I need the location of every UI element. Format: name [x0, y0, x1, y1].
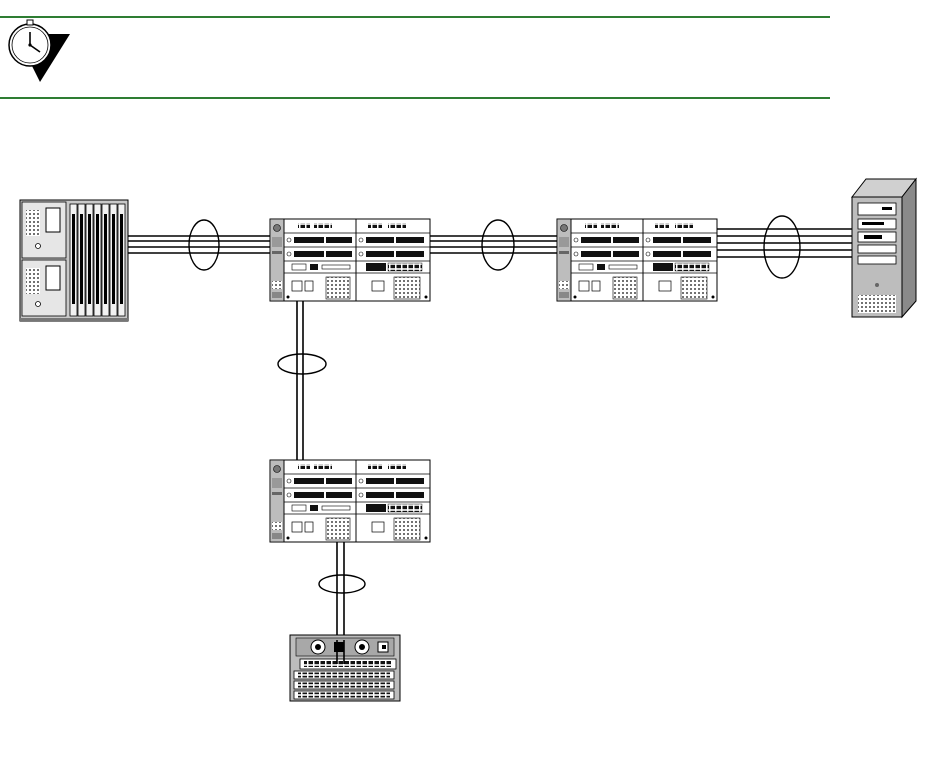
aggregation-ellipse	[278, 354, 326, 374]
link-switch-top-center-to-switch-top-right	[430, 220, 557, 270]
link-switch-top-right-to-server	[717, 216, 855, 278]
switch-bottom	[290, 635, 400, 701]
link-chassis-to-switch-top-center	[126, 220, 270, 270]
switch-top-right	[557, 219, 717, 301]
switch-top-center	[270, 219, 430, 301]
switch-middle	[270, 460, 430, 542]
chassis-left	[20, 200, 128, 321]
note-header	[0, 17, 830, 98]
aggregation-ellipse	[764, 216, 800, 278]
aggregation-ellipse	[189, 220, 219, 270]
server-right	[852, 179, 916, 317]
aggregation-ellipse	[319, 575, 365, 593]
aggregation-ellipse	[482, 220, 514, 270]
stopwatch-icon	[9, 20, 70, 82]
